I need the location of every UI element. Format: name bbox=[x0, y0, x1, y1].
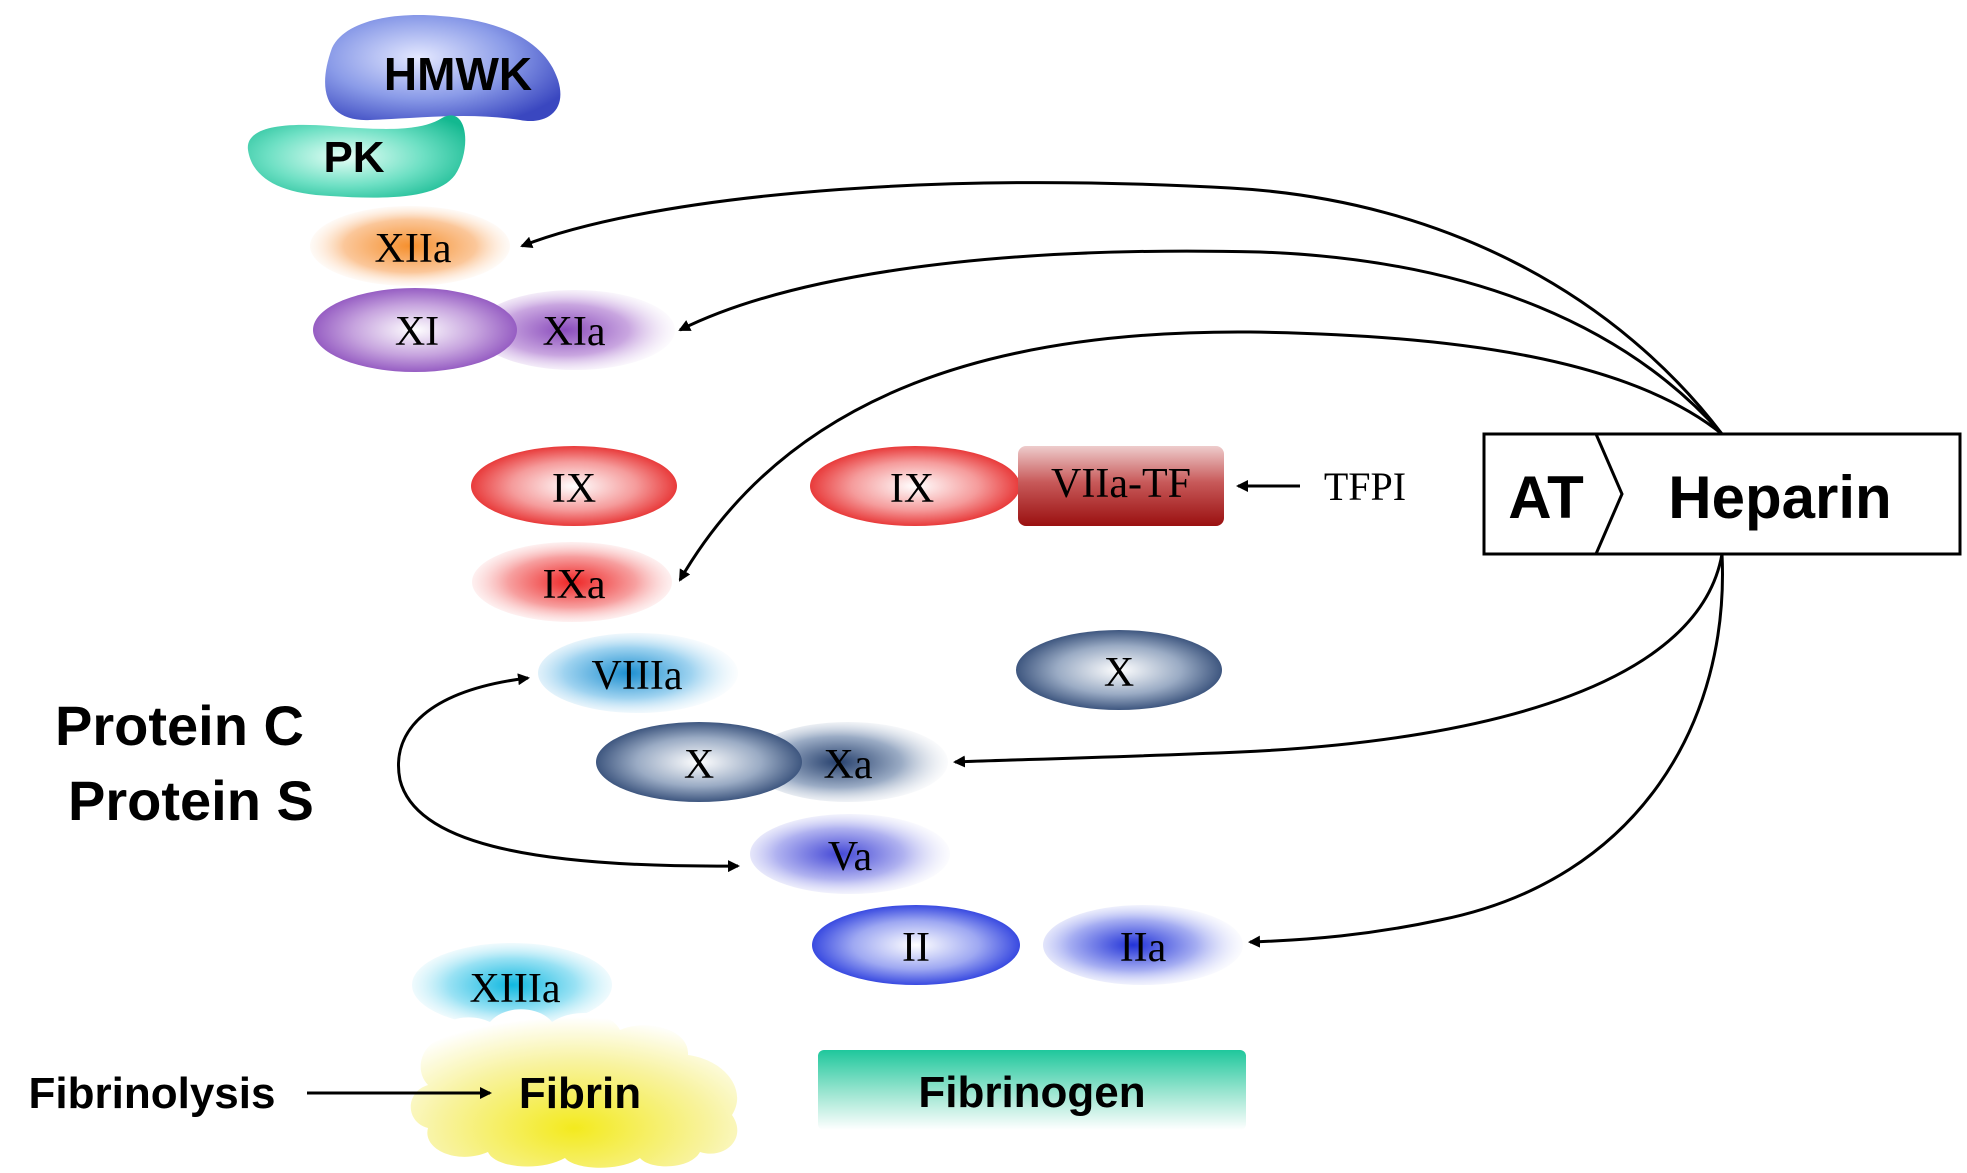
factor-xia-label: XIa bbox=[543, 309, 606, 355]
protein-s-label: Protein S bbox=[68, 769, 314, 832]
factor-x-label: X bbox=[684, 742, 714, 788]
fibrinolysis-label: Fibrinolysis bbox=[29, 1069, 276, 1118]
factor-viiia-label: VIIIa bbox=[592, 653, 683, 699]
factor-xi bbox=[313, 288, 517, 372]
factor-x-extrinsic bbox=[1016, 630, 1222, 710]
factor-xa bbox=[748, 722, 948, 802]
factor-xi-label: XI bbox=[395, 309, 439, 355]
factor-xia bbox=[475, 290, 675, 370]
factor-ixa bbox=[472, 542, 672, 622]
factor-ix-extrinsic-label: IX bbox=[890, 466, 934, 512]
pk-label: PK bbox=[323, 133, 384, 182]
factor-ii-label: II bbox=[902, 925, 930, 971]
protein-c-label: Protein C bbox=[55, 694, 304, 757]
factor-xa-label: Xa bbox=[824, 742, 873, 788]
inhibition-arrow-iia bbox=[1248, 553, 1724, 948]
factor-xiiia-label: XIIIa bbox=[470, 966, 561, 1012]
factor-ix bbox=[471, 446, 677, 526]
factor-xiiia bbox=[412, 943, 612, 1027]
heparin-label: Heparin bbox=[1668, 464, 1891, 531]
factor-ix-extrinsic bbox=[810, 446, 1020, 526]
factor-ixa-label: IXa bbox=[543, 562, 606, 608]
fibrin-cloud bbox=[410, 1009, 738, 1168]
factor-iia bbox=[1043, 905, 1243, 985]
fibrin-label: Fibrin bbox=[519, 1069, 641, 1118]
protein-cs-arrow bbox=[397, 673, 740, 873]
inhibition-arrow-xia bbox=[678, 249, 1724, 435]
pk-shape bbox=[247, 115, 466, 198]
fibrinogen-bar bbox=[818, 1050, 1246, 1130]
factor-ix-label: IX bbox=[552, 466, 596, 512]
hmwk-label: HMWK bbox=[384, 48, 532, 100]
inhibition-arrow-ixa bbox=[678, 330, 1723, 582]
factor-xiia-label: XIIa bbox=[375, 226, 452, 272]
tfpi-label: TFPI bbox=[1324, 464, 1406, 509]
factor-va bbox=[750, 814, 950, 894]
inhibition-arrow-xiia bbox=[520, 181, 1724, 435]
fibrinogen-label: Fibrinogen bbox=[918, 1068, 1145, 1117]
factor-viia-tf-label: VIIa-TF bbox=[1051, 461, 1191, 507]
factor-ii bbox=[812, 905, 1020, 985]
factor-iia-label: IIa bbox=[1120, 925, 1167, 971]
factor-x-extrinsic-label: X bbox=[1104, 650, 1134, 696]
factor-xiia bbox=[310, 206, 510, 286]
hmwk-shape bbox=[325, 15, 561, 122]
factor-va-label: Va bbox=[828, 834, 873, 880]
factor-viia-tf bbox=[1018, 446, 1224, 526]
at-label: AT bbox=[1508, 464, 1584, 531]
inhibition-arrow-xa bbox=[953, 553, 1724, 768]
